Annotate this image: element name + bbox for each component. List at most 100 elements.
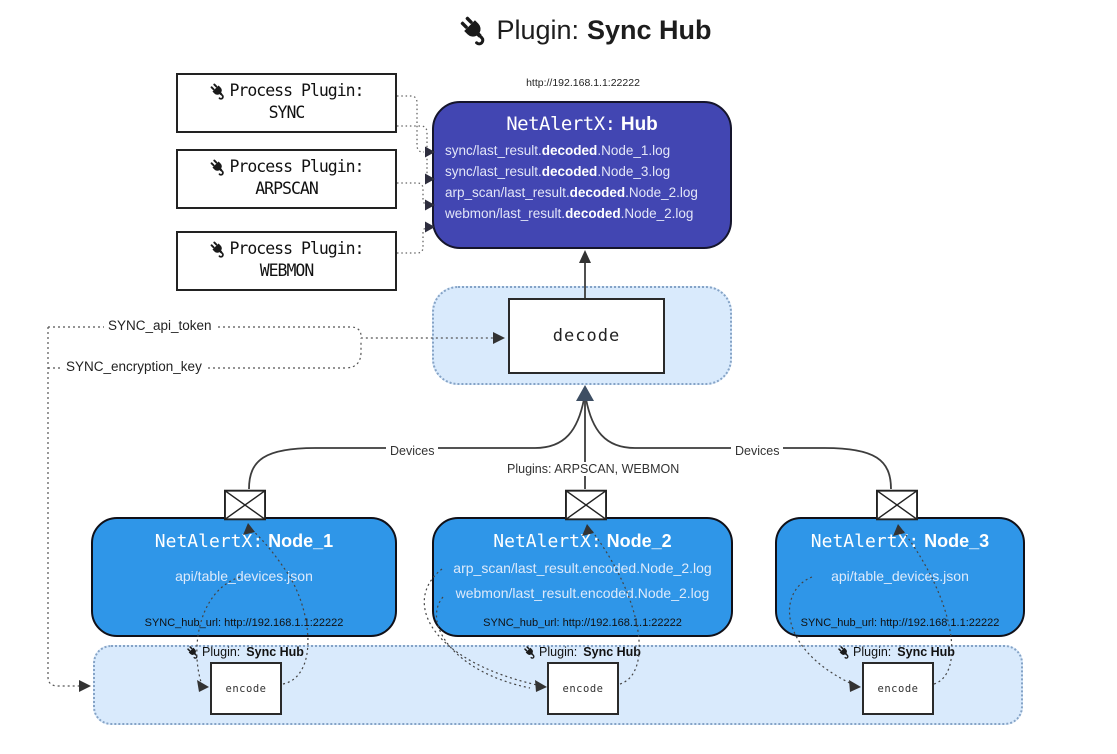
- process-plugin-name: WEBMON: [259, 261, 315, 280]
- hub-log-line: sync/last_result.decoded.Node_3.log: [445, 164, 730, 179]
- plug-icon: [209, 240, 227, 258]
- encode-box-label: encode: [562, 682, 604, 695]
- process-plugin-header: Process Plugin:: [178, 239, 395, 258]
- hub-title-name: Hub: [620, 114, 658, 135]
- node2-box: NetAlertX: Node_2 arp_scan/last_result.e…: [432, 517, 733, 637]
- log-em: decoded: [541, 164, 598, 179]
- node-lines: api/table_devices.json: [777, 568, 1023, 584]
- process-plugin-header: Process Plugin:: [178, 81, 395, 100]
- node-title-name: Node_1: [268, 531, 334, 551]
- encode-box: encode: [862, 662, 934, 715]
- plug-icon: [209, 82, 227, 100]
- encode-label-name: Sync Hub: [246, 645, 304, 659]
- encode-box: encode: [210, 662, 282, 715]
- log-em: decoded: [541, 143, 598, 158]
- node-title-name: Node_3: [924, 531, 990, 551]
- encode-plugin-label: Plugin: Sync Hub: [508, 645, 658, 659]
- node-title-prefix: NetAlertX:: [154, 531, 264, 552]
- hub-log-list: sync/last_result.decoded.Node_1.log sync…: [434, 143, 730, 221]
- process-plugin-name: ARPSCAN: [255, 179, 319, 198]
- node-title-name: Node_2: [606, 531, 672, 551]
- hub-title: NetAlertX: Hub: [434, 113, 730, 136]
- node-title: NetAlertX: Node_1: [93, 531, 395, 552]
- link-encryption-key-to-encode-panel: [47, 327, 81, 687]
- node-lines: api/table_devices.json: [93, 568, 395, 584]
- node1-box: NetAlertX: Node_1 api/table_devices.json…: [91, 517, 397, 637]
- process-plugin-box-webmon: Process Plugin: WEBMON: [176, 231, 397, 291]
- envelope-icon: [876, 489, 918, 521]
- sync-encryption-key-label: SYNC_encryption_key: [62, 359, 206, 374]
- node-title-prefix: NetAlertX:: [493, 531, 602, 552]
- envelope-icon: [224, 489, 266, 521]
- hub-title-prefix: NetAlertX:: [506, 113, 616, 135]
- decode-label: decode: [552, 326, 621, 346]
- plug-icon: [523, 645, 537, 659]
- hub-box: NetAlertX: Hub sync/last_result.decoded.…: [432, 101, 732, 249]
- encode-plugin-label: Plugin: Sync Hub: [822, 645, 972, 659]
- link-sync-log1: [397, 95, 424, 153]
- node-file-line: api/table_devices.json: [175, 568, 313, 584]
- log-em: decoded: [565, 206, 621, 221]
- hub-url-label: http://192.168.1.1:22222: [526, 77, 640, 89]
- log-post: .Node_2.log: [620, 206, 694, 221]
- log-pre: arp_scan/last_result.: [445, 185, 570, 200]
- node-hub-url: SYNC_hub_url: http://192.168.1.1:22222: [483, 617, 682, 629]
- plug-icon: [186, 645, 200, 659]
- diagram-title: Plugin: Sync Hub: [400, 14, 770, 46]
- log-pre: webmon/last_result.: [445, 206, 566, 221]
- process-plugin-name: SYNC: [268, 103, 306, 122]
- devices-label-right: Devices: [731, 444, 784, 458]
- plug-icon: [458, 14, 490, 46]
- plug-icon: [837, 645, 851, 659]
- log-post: .Node_3.log: [597, 164, 671, 179]
- node-hub-url: SYNC_hub_url: http://192.168.1.1:22222: [144, 617, 344, 629]
- arrow-into-encode-panel: [79, 680, 91, 692]
- encode-label-prefix: Plugin:: [853, 645, 892, 659]
- process-plugin-header: Process Plugin:: [178, 157, 395, 176]
- title-name: Sync Hub: [587, 14, 712, 45]
- encode-label-name: Sync Hub: [897, 645, 955, 659]
- encode-label-name: Sync Hub: [583, 645, 641, 659]
- encode-label-prefix: Plugin:: [202, 645, 241, 659]
- node-file-line: webmon/last_result.encoded.Node_2.log: [455, 585, 710, 601]
- decode-box: decode: [508, 298, 665, 374]
- log-post: .Node_2.log: [625, 185, 698, 200]
- process-plugin-box-sync: Process Plugin: SYNC: [176, 73, 397, 133]
- node-file-line: arp_scan/last_result.encoded.Node_2.log: [453, 560, 712, 576]
- node-title-prefix: NetAlertX:: [810, 531, 920, 552]
- hub-log-line: arp_scan/last_result.decoded.Node_2.log: [445, 185, 730, 200]
- encode-plugin-label: Plugin: Sync Hub: [171, 645, 321, 659]
- hub-log-line: sync/last_result.decoded.Node_1.log: [445, 143, 730, 158]
- node-lines: arp_scan/last_result.encoded.Node_2.log …: [434, 560, 731, 601]
- log-pre: sync/last_result.: [445, 143, 542, 158]
- process-plugin-box-arpscan: Process Plugin: ARPSCAN: [176, 149, 397, 209]
- link-sync-log2: [397, 125, 431, 180]
- process-plugin-label: Process Plugin:: [229, 239, 364, 258]
- link-webmon-log4: [397, 226, 430, 254]
- node-file-line: api/table_devices.json: [831, 568, 969, 584]
- envelope-icon: [565, 489, 607, 521]
- link-arpscan-log3: [397, 182, 430, 206]
- plug-icon: [209, 158, 227, 176]
- process-plugin-label: Process Plugin:: [229, 157, 364, 176]
- arrow-into-decode-panel: [576, 385, 594, 401]
- log-pre: sync/last_result.: [445, 164, 542, 179]
- plugins-edge-label: Plugins: ARPSCAN, WEBMON: [503, 462, 684, 476]
- node-hub-url: SYNC_hub_url: http://192.168.1.1:22222: [800, 617, 1000, 629]
- plugin-to-hub-links: [397, 95, 431, 254]
- title-prefix: Plugin:: [496, 14, 580, 45]
- log-em: decoded: [569, 185, 626, 200]
- process-plugin-label: Process Plugin:: [229, 81, 364, 100]
- log-post: .Node_1.log: [597, 143, 671, 158]
- hub-log-line: webmon/last_result.decoded.Node_2.log: [445, 206, 730, 221]
- node-title: NetAlertX: Node_2: [434, 531, 731, 552]
- encode-label-prefix: Plugin:: [539, 645, 578, 659]
- encode-box: encode: [547, 662, 619, 715]
- sync-api-token-label: SYNC_api_token: [104, 318, 216, 333]
- arrow-into-hub: [579, 250, 591, 263]
- devices-label-left: Devices: [386, 444, 439, 458]
- encode-box-label: encode: [877, 682, 919, 695]
- node3-box: NetAlertX: Node_3 api/table_devices.json…: [775, 517, 1025, 637]
- encode-box-label: encode: [225, 682, 267, 695]
